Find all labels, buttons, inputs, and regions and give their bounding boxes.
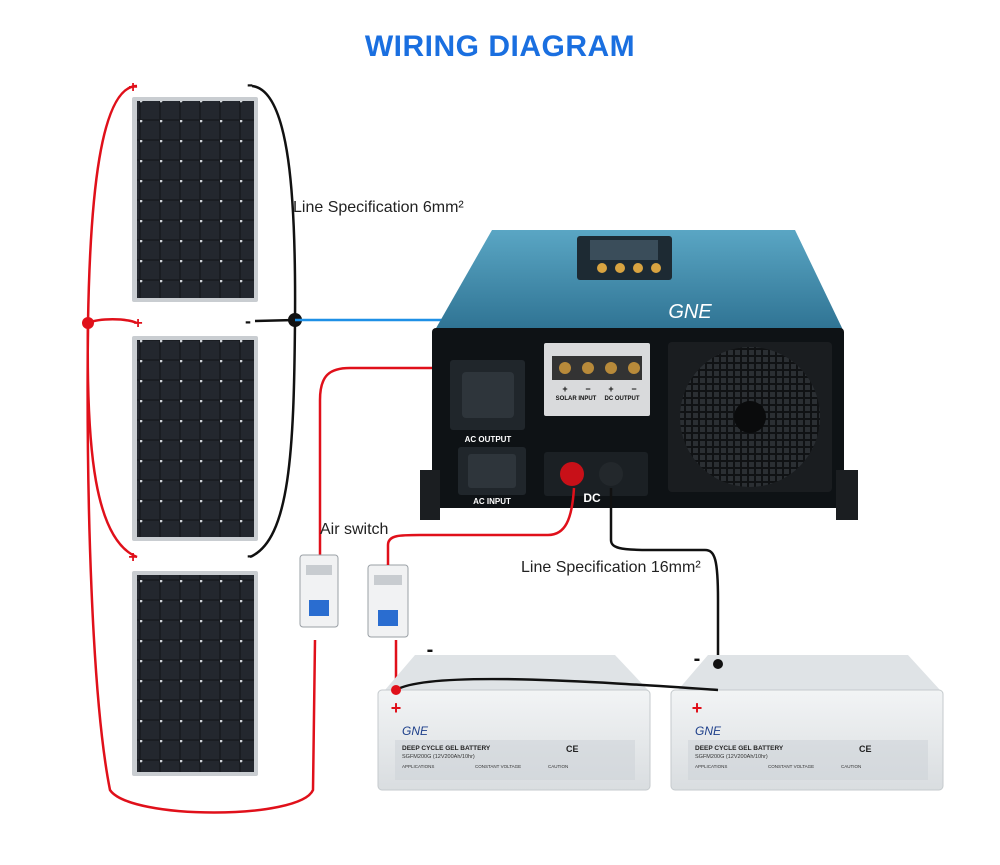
battery-1-plus-mark: + bbox=[391, 698, 402, 718]
dc-minus-label: − bbox=[631, 384, 636, 394]
solar-positive-to-inverter-wire bbox=[318, 366, 570, 560]
battery-1-model: SGFM200G (12V200Ah/10hr) bbox=[402, 754, 475, 760]
battery-2-brand: GNE bbox=[695, 724, 722, 738]
line-spec-top-label: Line Specification 6mm² bbox=[293, 199, 464, 216]
panel-2-plus-mark: + bbox=[133, 315, 142, 332]
battery-2-plus-mark: + bbox=[692, 698, 703, 718]
dc-plus-label: + bbox=[608, 384, 613, 394]
diagram-title: WIRING DIAGRAM bbox=[364, 30, 636, 63]
panel-1-plus-mark: + bbox=[128, 79, 137, 96]
ac-input-label: AC INPUT bbox=[473, 497, 511, 506]
battery-1-minus-mark: - bbox=[427, 639, 434, 661]
battery-1 bbox=[377, 655, 651, 791]
battery-2 bbox=[670, 655, 944, 791]
panel-positive-wire-bottom bbox=[86, 322, 138, 559]
battery-1-positive-post bbox=[391, 685, 401, 695]
panel-3-minus-mark: - bbox=[247, 545, 253, 565]
air-switch-1 bbox=[299, 554, 339, 628]
solar-panel-2 bbox=[132, 336, 258, 541]
panel-2-minus-mark: - bbox=[245, 311, 251, 331]
line-spec-bottom-label: Line Specification 16mm² bbox=[521, 559, 701, 576]
battery-1-constant-voltage: CONSTANT VOLTAGE bbox=[475, 764, 521, 769]
panel-positive-wire bbox=[86, 84, 317, 814]
solar-panel-3 bbox=[132, 571, 258, 776]
battery-1-type: DEEP CYCLE GEL BATTERY bbox=[402, 745, 491, 752]
battery-2-minus-mark: - bbox=[694, 648, 701, 670]
dc-terminal-label: DC bbox=[583, 491, 601, 505]
panel-positive-wire-mid bbox=[87, 318, 138, 325]
battery-2-model: SGFM200G (12V200Ah/10hr) bbox=[695, 754, 768, 760]
air-switch-label: Air switch bbox=[320, 521, 389, 538]
inverter-brand: GNE bbox=[668, 301, 712, 323]
dc-output-label: DC OUTPUT bbox=[605, 396, 640, 402]
panel-3-plus-mark: + bbox=[128, 549, 137, 566]
battery-2-negative-post bbox=[713, 659, 723, 669]
battery-2-ce: CE bbox=[859, 744, 872, 754]
air-switch-2 bbox=[367, 564, 409, 638]
battery-2-caution: CAUTION bbox=[841, 764, 861, 769]
positive-junction bbox=[82, 317, 94, 329]
battery-2-applications: APPLICATIONS bbox=[695, 764, 727, 769]
battery-1-applications: APPLICATIONS bbox=[402, 764, 434, 769]
solar-panel-1 bbox=[132, 97, 258, 302]
battery-2-type: DEEP CYCLE GEL BATTERY bbox=[695, 745, 784, 752]
panel-1-minus-mark: - bbox=[247, 74, 253, 94]
ac-output-label: AC OUTPUT bbox=[465, 435, 512, 444]
battery-negative-wire bbox=[609, 488, 720, 660]
solar-input-label: SOLAR INPUT bbox=[556, 396, 597, 402]
inverter bbox=[420, 230, 858, 520]
solar-minus-label: − bbox=[585, 384, 590, 394]
battery-1-caution: CAUTION bbox=[548, 764, 568, 769]
battery-1-brand: GNE bbox=[402, 724, 429, 738]
battery-2-constant-voltage: CONSTANT VOLTAGE bbox=[768, 764, 814, 769]
battery-series-wire bbox=[395, 677, 719, 692]
solar-plus-label: + bbox=[562, 384, 567, 394]
battery-1-ce: CE bbox=[566, 744, 579, 754]
